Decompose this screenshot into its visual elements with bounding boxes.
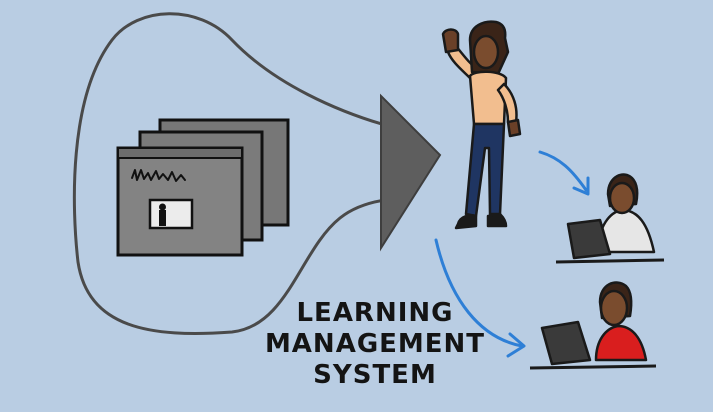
arrow-to-student-top-head (572, 176, 590, 196)
teacher-torso (468, 70, 508, 126)
arrow-to-student-bottom (434, 238, 524, 348)
arrow-to-student-bottom-head (506, 332, 526, 358)
caption-line-3: SYSTEM (313, 360, 437, 390)
student-top-laptop (566, 218, 612, 260)
student-bottom (529, 281, 657, 370)
page-titlebar (117, 147, 243, 159)
teacher-jeans (464, 122, 506, 218)
caption-line-1: LEARNING (296, 298, 454, 328)
course-pages-stack (116, 118, 290, 257)
video-person-head (159, 203, 166, 211)
teacher-shoe-left (454, 214, 478, 230)
funnel-arrowhead (380, 93, 442, 252)
student-bottom-desk (529, 364, 657, 370)
teacher-face (472, 34, 500, 70)
student-bottom-laptop (540, 320, 592, 366)
page-video-box (148, 198, 194, 230)
teacher-raised-fist (441, 28, 460, 54)
connector-arrows (434, 150, 590, 358)
lms-caption: LEARNING MANAGEMENT SYSTEM (240, 298, 510, 391)
teacher-figure (441, 20, 522, 230)
arrow-to-student-top (538, 150, 588, 192)
student-top-face (608, 181, 636, 215)
page-scribble-text (131, 169, 186, 182)
funnel-outline (72, 12, 387, 335)
teacher-shoe-right (486, 212, 508, 228)
student-top (555, 173, 665, 264)
video-person-body (159, 210, 166, 226)
student-top-desk (555, 258, 665, 264)
student-bottom-face (599, 289, 629, 327)
caption-line-2: MANAGEMENT (264, 329, 486, 359)
teacher-hand (506, 118, 522, 138)
student-bottom-shirt (594, 324, 648, 362)
